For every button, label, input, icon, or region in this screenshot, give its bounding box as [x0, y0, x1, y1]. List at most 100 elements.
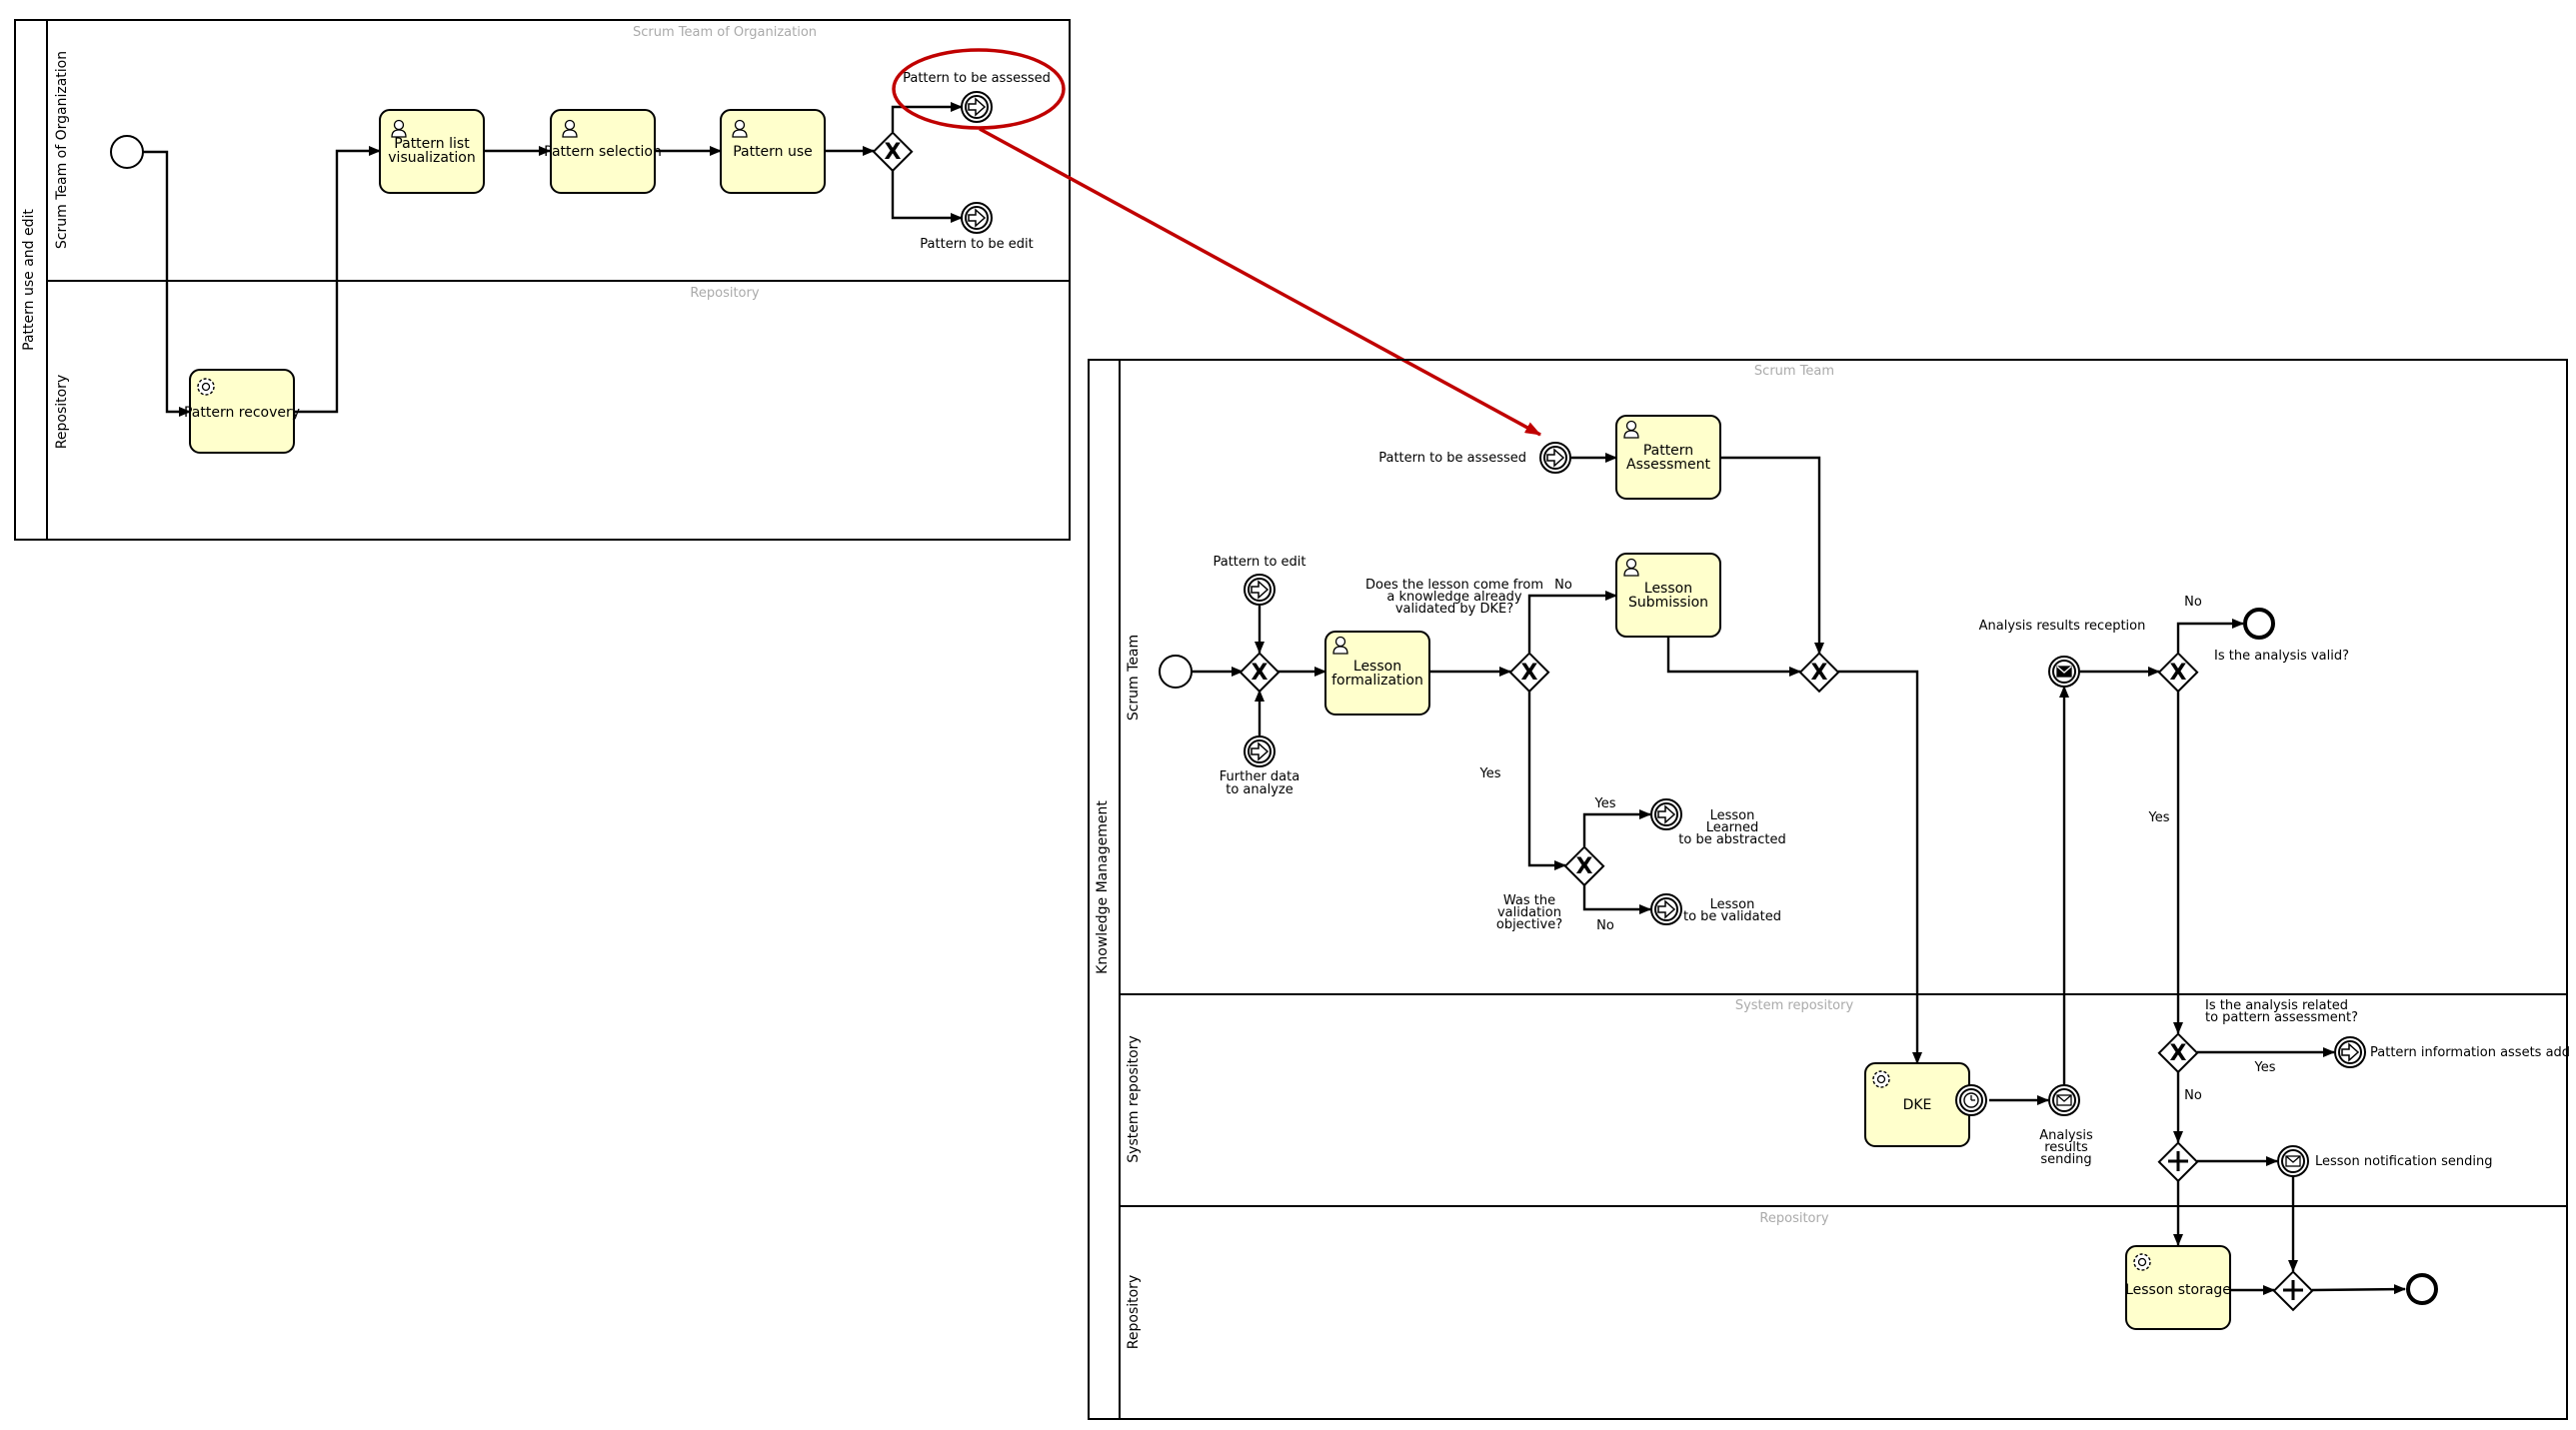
exclusive-gateway[interactable]: X: [1798, 652, 1840, 694]
link-arrow-icon: [1251, 741, 1270, 761]
link-arrow-icon: [968, 208, 987, 228]
user-task-icon: [562, 119, 578, 138]
x-icon: X: [2170, 1041, 2187, 1066]
event-lesson-notification-sending[interactable]: Lesson notification sending: [2277, 1145, 2493, 1177]
service-task-icon: [2133, 1253, 2151, 1271]
event-label: Analysis results reception: [1979, 619, 2146, 634]
x-icon: X: [1521, 661, 1538, 686]
service-task-icon: [1872, 1070, 1890, 1088]
event-label: to analyze: [1226, 782, 1292, 797]
pool-pattern-use-and-edit: Pattern use and edit Scrum Team of Organ…: [14, 19, 1071, 541]
timer-boundary-event[interactable]: [1955, 1084, 1987, 1116]
x-icon: X: [1252, 661, 1269, 686]
pool-label: Knowledge Management: [1095, 800, 1111, 974]
task-pattern-list-visualization[interactable]: Pattern list visualization: [379, 109, 485, 194]
flow-label-yes: Yes: [1594, 796, 1616, 811]
highlight-ellipse: [892, 48, 1066, 130]
exclusive-gateway[interactable]: X: [2157, 652, 2199, 694]
sequence-flows-top: [143, 102, 963, 417]
lane-label-system-repository: System repository: [1126, 1035, 1142, 1162]
event-pattern-information-assets-add[interactable]: Pattern information assets add: [2334, 1036, 2570, 1068]
exclusive-gateway[interactable]: X: [1508, 652, 1550, 694]
gateway-question: validation: [1497, 905, 1561, 920]
flow-label-yes: Yes: [2148, 810, 2170, 825]
user-task-icon: [1623, 420, 1639, 439]
event-analysis-results-sending[interactable]: Analysis results sending: [2039, 1084, 2093, 1167]
event-label: Pattern to be assessed: [903, 71, 1051, 86]
user-task-icon: [1332, 636, 1348, 655]
link-arrow-icon: [1657, 899, 1676, 919]
envelope-icon: [2056, 666, 2072, 678]
envelope-icon: [2285, 1155, 2301, 1167]
gateway-question: to pattern assessment?: [2205, 1010, 2358, 1025]
gateway-question: Is the analysis related: [2205, 998, 2348, 1013]
parallel-gateway[interactable]: [2157, 1141, 2199, 1183]
task-label: Lesson: [1353, 659, 1401, 675]
event-pattern-to-be-edit[interactable]: Pattern to be edit: [920, 202, 1034, 252]
event-label: Learned: [1706, 820, 1759, 835]
event-label: Pattern to be assessed: [1378, 451, 1526, 466]
event-label: Pattern to edit: [1213, 555, 1305, 570]
task-label: Pattern list: [394, 136, 470, 152]
event-lesson-learned-to-be-abstracted[interactable]: Lesson Learned to be abstracted: [1650, 798, 1786, 847]
exclusive-gateway[interactable]: X: [872, 131, 914, 173]
exclusive-gateway[interactable]: X: [2157, 1032, 2199, 1074]
task-label: Pattern selection: [544, 144, 662, 160]
flow-label-no: No: [1596, 918, 1614, 933]
service-task-icon: [197, 378, 215, 396]
start-event: [1159, 655, 1193, 689]
task-pattern-assessment[interactable]: Pattern Assessment: [1615, 415, 1721, 500]
task-pattern-selection[interactable]: Pattern selection: [544, 109, 662, 194]
gateway-question: Does the lesson come from: [1365, 578, 1543, 593]
flow-label-yes: Yes: [1479, 766, 1501, 781]
task-lesson-storage[interactable]: Lesson storage: [2125, 1245, 2231, 1330]
x-icon: X: [2170, 661, 2187, 686]
flow-label-no: No: [1554, 578, 1572, 593]
event-further-data-to-analyze[interactable]: Further data to analyze: [1220, 735, 1299, 797]
task-dke[interactable]: DKE: [1864, 1062, 1970, 1147]
plus-icon: [2283, 1280, 2303, 1300]
flow-label-no: No: [2184, 1088, 2202, 1103]
task-label: Pattern recovery: [184, 405, 300, 421]
x-icon: X: [885, 140, 902, 165]
clock-icon: [1963, 1092, 1979, 1108]
task-label: Pattern: [1643, 443, 1693, 459]
event-lesson-to-be-validated[interactable]: Lesson to be validated: [1650, 893, 1781, 925]
lane-label-repository: Repository: [1126, 1275, 1142, 1349]
lane-ghost-title: Scrum Team: [1754, 364, 1834, 379]
user-task-icon: [732, 119, 748, 138]
lane-label-scrum-team: Scrum Team: [1126, 635, 1142, 720]
gateway-question: validated by DKE?: [1395, 602, 1513, 617]
plus-icon: [2168, 1151, 2188, 1171]
task-label: Pattern use: [733, 144, 813, 160]
event-label: Further data: [1220, 769, 1299, 784]
event-label: Lesson notification sending: [2315, 1154, 2493, 1169]
task-pattern-use[interactable]: Pattern use: [720, 109, 826, 194]
lane-ghost-title: Scrum Team of Organization: [633, 25, 817, 40]
exclusive-gateway[interactable]: X: [1239, 652, 1281, 694]
link-arrow-icon: [2341, 1042, 2360, 1062]
event-analysis-results-reception[interactable]: Analysis results reception: [1979, 619, 2146, 688]
task-pattern-recovery[interactable]: Pattern recovery: [184, 369, 300, 454]
lane-label-scrum-team-of-organization: Scrum Team of Organization: [54, 51, 70, 249]
task-lesson-submission[interactable]: Lesson Submission: [1615, 553, 1721, 638]
exclusive-gateway[interactable]: X: [1563, 845, 1605, 887]
flow-label-no: No: [2184, 595, 2202, 610]
event-label: sending: [2040, 1152, 2091, 1167]
event-pattern-to-edit[interactable]: Pattern to edit: [1213, 555, 1306, 606]
gateway-question: Was the: [1503, 893, 1555, 908]
envelope-icon: [2056, 1094, 2072, 1106]
parallel-gateway[interactable]: [2272, 1270, 2314, 1312]
event-pattern-to-be-assessed[interactable]: Pattern to be assessed: [903, 71, 1051, 123]
user-task-icon: [1623, 558, 1639, 577]
x-icon: X: [1576, 854, 1593, 879]
pool-label: Pattern use and edit: [21, 209, 37, 351]
cross-pool-link-arrow: [979, 127, 1541, 437]
end-event: [2406, 1273, 2438, 1305]
link-arrow-icon: [1251, 580, 1270, 600]
task-label: DKE: [1903, 1097, 1932, 1113]
task-lesson-formalization[interactable]: Lesson formalization: [1324, 631, 1430, 715]
link-arrow-icon: [968, 97, 987, 117]
event-pattern-to-be-assessed[interactable]: Pattern to be assessed: [1378, 442, 1571, 474]
